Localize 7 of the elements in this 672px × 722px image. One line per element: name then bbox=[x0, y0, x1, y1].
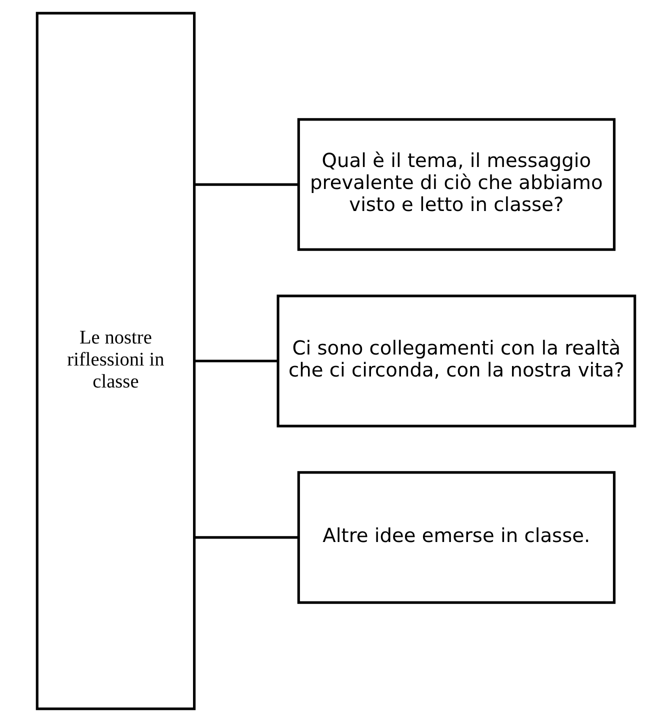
connector bbox=[194, 536, 298, 539]
node-box: Altre idee emerse in classe. bbox=[297, 471, 616, 604]
node-box: Ci sono collegamenti con la realtà che ci circonda, con la nostra vita? bbox=[276, 294, 636, 428]
connector bbox=[194, 360, 278, 362]
node-box: Le nostre riflessioni in classe bbox=[36, 12, 196, 710]
node-box: Qual è il tema, il messaggio prevalente di ciò che abbiamo visto e letto in classe? bbox=[297, 118, 616, 251]
connector bbox=[194, 183, 298, 186]
